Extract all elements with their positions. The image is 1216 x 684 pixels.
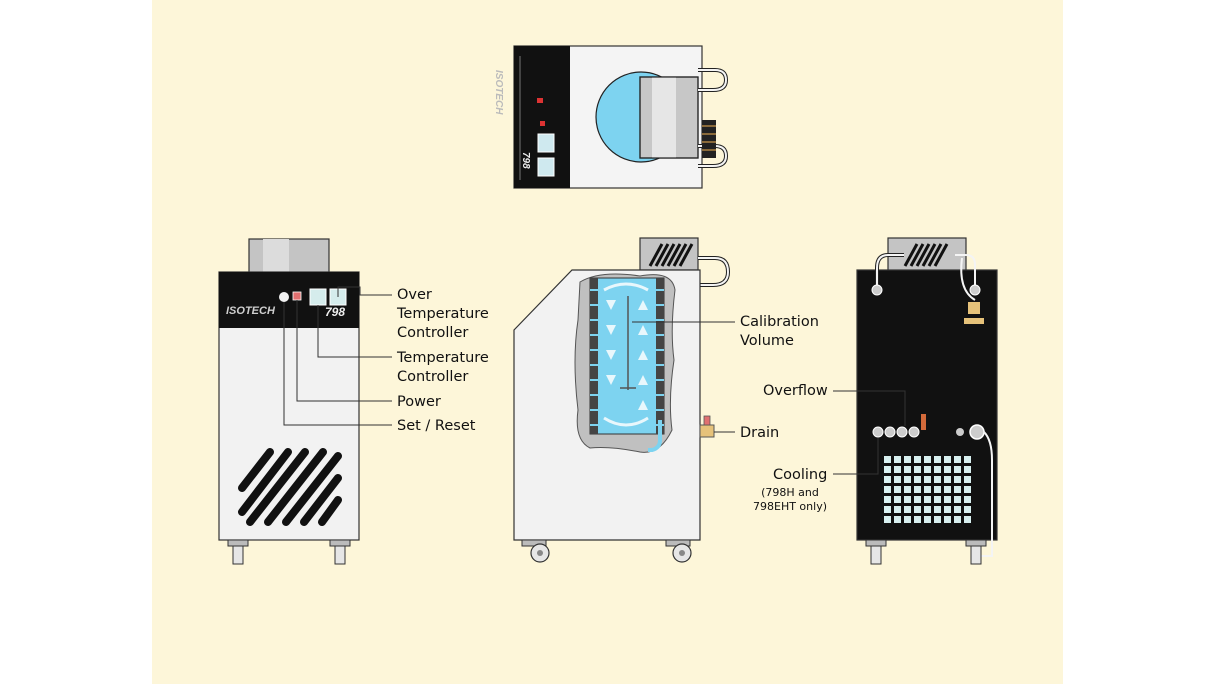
cooling-grid-cell xyxy=(944,506,951,513)
cooling-grid-cell xyxy=(944,466,951,473)
cooling-grid-cell xyxy=(964,486,971,493)
front-brand-label: ISOTECH xyxy=(226,305,275,317)
cooling-note: (798H and 798EHT only) xyxy=(751,486,829,514)
cooling-grid-cell xyxy=(884,506,891,513)
cooling-grid-cell xyxy=(894,506,901,513)
cooling-grid-cell xyxy=(924,506,931,513)
cooling-grid-cell xyxy=(924,456,931,463)
cooling-grid-cell xyxy=(884,476,891,483)
cooling-grid-cell xyxy=(924,486,931,493)
cooling-label: Cooling xyxy=(773,467,828,483)
cooling-grid-cell xyxy=(944,496,951,503)
cooling-grid-cell xyxy=(954,476,961,483)
cooling-grid-cell xyxy=(924,466,931,473)
cooling-note-line-2: 798EHT only) xyxy=(753,500,827,513)
cooling-grid-cell xyxy=(914,486,921,493)
cooling-grid-cell xyxy=(884,516,891,523)
cooling-grid-cell xyxy=(884,486,891,493)
cooling-grid-cell xyxy=(944,476,951,483)
cooling-grid-cell xyxy=(934,496,941,503)
cooling-grid-cell xyxy=(924,496,931,503)
calibration-volume-line-2: Volume xyxy=(740,333,794,349)
cooling-grid-cell xyxy=(944,456,951,463)
temp-controller-line-2: Controller xyxy=(397,369,469,385)
cooling-grid-cell xyxy=(894,476,901,483)
cooling-grid-cell xyxy=(934,466,941,473)
front-view xyxy=(218,238,392,565)
temp-controller-line-1: Temperature xyxy=(397,350,489,366)
calibration-volume-label: Calibration Volume xyxy=(740,313,819,351)
cooling-grid-cell xyxy=(914,466,921,473)
cooling-grid-cell xyxy=(964,476,971,483)
cooling-grid-cell xyxy=(894,466,901,473)
side-view xyxy=(513,237,735,563)
cooling-grid-cell xyxy=(954,466,961,473)
cooling-grid-cell xyxy=(954,486,961,493)
power-label: Power xyxy=(397,394,441,410)
cooling-grid-cell xyxy=(964,466,971,473)
cooling-grid-cell xyxy=(894,496,901,503)
cooling-grid-cell xyxy=(964,506,971,513)
cooling-grid-cell xyxy=(954,496,961,503)
over-temp-label: Over Temperature Controller xyxy=(397,286,489,343)
cooling-grid-cell xyxy=(964,496,971,503)
over-temp-line-3: Controller xyxy=(397,325,469,341)
calibration-volume-line-1: Calibration xyxy=(740,314,819,330)
cooling-grid-cell xyxy=(944,486,951,493)
rear-view xyxy=(833,237,998,565)
cooling-grid-cell xyxy=(904,466,911,473)
cooling-grid-cell xyxy=(904,506,911,513)
cooling-grid-cell xyxy=(954,506,961,513)
cooling-grid-cell xyxy=(934,516,941,523)
cooling-grid-cell xyxy=(964,516,971,523)
cooling-grid-cell xyxy=(914,516,921,523)
cooling-grid-cell xyxy=(894,516,901,523)
cooling-grid-cell xyxy=(904,496,911,503)
cooling-grid-cell xyxy=(884,496,891,503)
cooling-grid-cell xyxy=(924,476,931,483)
top-brand-label: ISOTECH xyxy=(493,70,504,115)
cooling-grid-cell xyxy=(934,456,941,463)
cooling-grid-cell xyxy=(894,486,901,493)
cooling-grid-cell xyxy=(954,516,961,523)
top-view xyxy=(513,45,729,189)
cooling-grid-cell xyxy=(914,496,921,503)
cooling-grid-cell xyxy=(934,476,941,483)
cooling-note-line-1: (798H and xyxy=(761,486,819,499)
cooling-grid-cell xyxy=(964,456,971,463)
cooling-grid-cell xyxy=(934,486,941,493)
cooling-grid-cell xyxy=(934,506,941,513)
cooling-grid-cell xyxy=(904,486,911,493)
cooling-grid-cell xyxy=(904,516,911,523)
temp-controller-label: Temperature Controller xyxy=(397,349,489,387)
cooling-grid-cell xyxy=(954,456,961,463)
over-temp-line-2: Temperature xyxy=(397,306,489,322)
cooling-grid-cell xyxy=(944,516,951,523)
cooling-grid-cell xyxy=(914,476,921,483)
cooling-grid-cell xyxy=(884,466,891,473)
cooling-grid-cell xyxy=(884,456,891,463)
front-model-label: 798 xyxy=(325,305,346,319)
cooling-grid-cell xyxy=(914,506,921,513)
cooling-grid-cell xyxy=(924,516,931,523)
cooling-grid-cell xyxy=(904,476,911,483)
overflow-label: Overflow xyxy=(763,383,828,399)
over-temp-line-1: Over xyxy=(397,287,432,303)
cooling-grid-cell xyxy=(894,456,901,463)
top-model-label: 798 xyxy=(520,152,531,169)
cooling-grid xyxy=(884,456,971,523)
set-reset-label: Set / Reset xyxy=(397,418,476,434)
cooling-grid-cell xyxy=(914,456,921,463)
cooling-grid-cell xyxy=(904,456,911,463)
drain-label: Drain xyxy=(740,425,780,441)
